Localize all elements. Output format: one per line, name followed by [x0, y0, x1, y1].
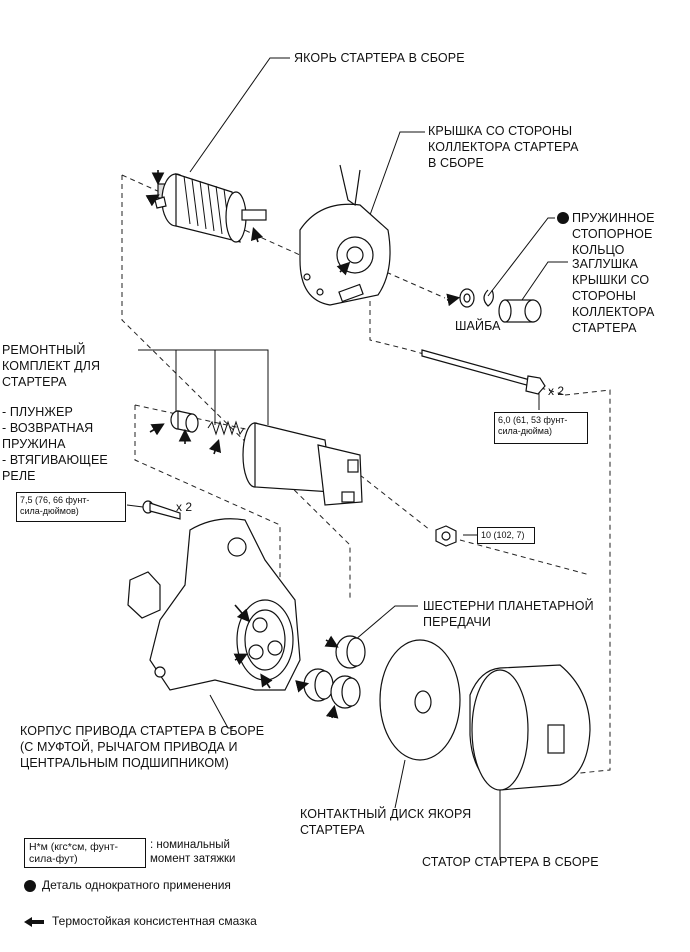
yoke-label: СТАТОР СТАРТЕРА В СБОРЕ — [422, 855, 599, 869]
commutator-cover-label: КРЫШКА СО СТОРОНЫ КОЛЛЕКТОРА СТАРТЕРА В … — [428, 124, 579, 170]
snap-ring-label: ПРУЖИННОЕ СТОПОРНОЕ КОЛЬЦО — [572, 211, 655, 257]
legend-non-reusable-text: Деталь однократного применения — [42, 878, 231, 892]
legend-grease-arrow-icon — [24, 917, 44, 927]
through-bolt-torque: 6,0 (61, 53 фунт- сила-дюйма) — [494, 412, 588, 444]
legend-grease-text: Термостойкая консистентная смазка — [52, 914, 257, 928]
cover-plug-label: ЗАГЛУШКА КРЫШКИ СО СТОРОНЫ КОЛЛЕКТОРА СТ… — [572, 257, 655, 335]
switch-screw-quantity: x 2 — [176, 500, 193, 514]
snap-ring-part — [483, 289, 494, 307]
magnetic-switch-part — [242, 422, 363, 506]
through-bolt-quantity: x 2 — [548, 384, 565, 398]
planetary-gears-part — [303, 635, 366, 709]
armature-label: ЯКОРЬ СТАРТЕРА В СБОРЕ — [294, 51, 465, 65]
repair-kit-label: РЕМОНТНЫЙ КОМПЛЕКТ ДЛЯ СТАРТЕРА — [2, 343, 101, 389]
drive-housing-part — [127, 518, 301, 691]
drive-housing-label: КОРПУС ПРИВОДА СТАРТЕРА В СБОРЕ (С МУФТО… — [20, 724, 265, 770]
commutator-end-frame — [299, 164, 391, 306]
contact-plate-label: КОНТАКТНЫЙ ДИСК ЯКОРЯ СТАРТЕРА — [300, 807, 472, 837]
cover-plug-part — [498, 299, 542, 323]
legend-torque-unit: Н*м (кгс*см, фунт- сила-фут) — [24, 838, 146, 868]
terminal-nut-part — [435, 525, 457, 547]
assembly-guide-lines — [121, 174, 611, 776]
grease-arrows — [145, 170, 461, 719]
contact-plate-part — [379, 639, 461, 761]
washer-label: ШАЙБА — [455, 319, 501, 333]
yoke-part — [469, 664, 591, 791]
legend-torque-description: : номинальный момент затяжки — [150, 839, 236, 865]
leader-lines — [126, 57, 568, 860]
through-bolt-part — [421, 349, 546, 395]
repair-kit-items-label: - ПЛУНЖЕР - ВОЗВРАТНАЯ ПРУЖИНА - ВТЯГИВА… — [2, 405, 108, 483]
planetary-gears-label: ШЕСТЕРНИ ПЛАНЕТАРНОЙ ПЕРЕДАЧИ — [423, 599, 594, 629]
armature-part — [154, 173, 267, 243]
return-spring-part — [207, 420, 245, 436]
switch-screw-part — [142, 500, 181, 520]
switch-screw-torque: 7,5 (76, 66 фунт- сила-дюймов) — [16, 492, 126, 522]
plunger-part — [170, 410, 199, 433]
non-reusable-dot-icon — [557, 212, 569, 224]
washer-part — [459, 288, 475, 308]
terminal-nut-torque: 10 (102, 7) — [477, 527, 535, 544]
legend-non-reusable-icon — [24, 880, 36, 892]
